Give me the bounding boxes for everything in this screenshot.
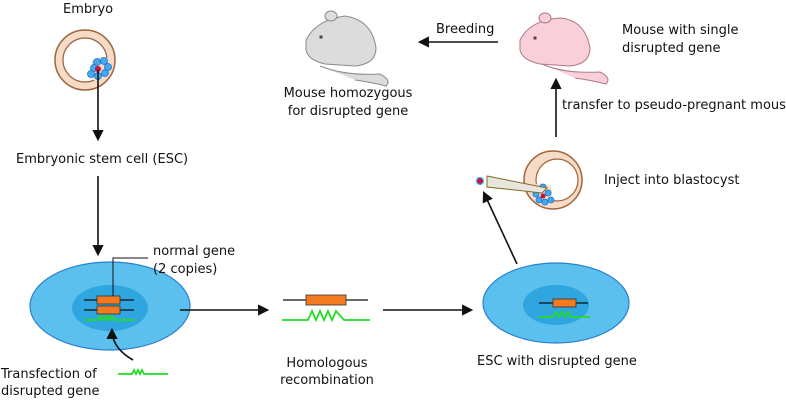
transfection-label: Transfection of [1, 367, 97, 382]
icm-cell-icon [95, 66, 101, 72]
embryo-label: Embryo [63, 2, 114, 17]
breeding-label: Breeding [436, 22, 495, 37]
blastocyst-icon [523, 150, 583, 210]
transfection-label-2: disrupted gene [1, 384, 100, 399]
normal-gene-copy-1 [96, 295, 121, 305]
mouse-single-label: Mouse with single [622, 23, 739, 38]
mouse-homozygous-label: Mouse homozygous [283, 86, 413, 101]
normal-gene-label: normal gene [153, 244, 236, 259]
recombination-label: recombination [280, 373, 374, 388]
normal-gene-copy-2 [96, 305, 121, 315]
esc-label: Embryonic stem cell (ESC) [16, 152, 189, 167]
mouse-homozygous-label-2: for disrupted gene [287, 104, 409, 119]
esc-cell-icon [29, 261, 191, 351]
inject-label: Inject into blastocyst [604, 173, 740, 188]
micropipette-icon [486, 175, 549, 194]
arrow-to-injection [482, 190, 518, 265]
normal-gene-leader-line [112, 257, 148, 296]
transfer-label: transfer to pseudo-pregnant mouse [562, 98, 786, 113]
embryo-icon [54, 29, 116, 91]
mouse-pink-icon [519, 12, 609, 85]
homologous-label: Homologous [286, 356, 368, 371]
recombination-icon [282, 294, 370, 323]
normal-gene-copies-label: (2 copies) [153, 262, 218, 277]
injected-esc-icon [475, 176, 485, 186]
disrupted-gene-in-cell [84, 313, 135, 323]
mouse-single-label-2: disrupted gene [622, 41, 721, 56]
disrupted-gene-fragment [118, 367, 168, 377]
esc-disrupted-cell-icon [482, 262, 630, 344]
esc-disrupted-label: ESC with disrupted gene [477, 354, 637, 369]
arrow-transfection [106, 327, 134, 361]
mouse-gray-icon [305, 10, 389, 87]
